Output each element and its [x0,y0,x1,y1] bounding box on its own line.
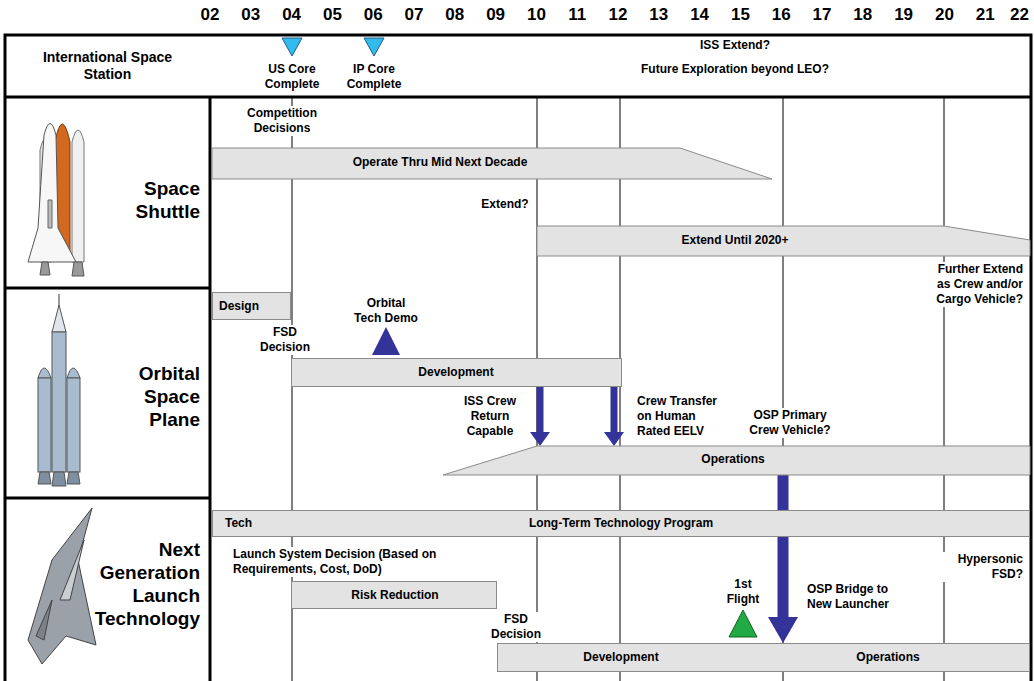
milestone-label: Hypersonic FSD? [942,552,1024,582]
milestone-label: 1st Flight [719,577,767,607]
milestone-label: Further Extend as Crew and/or Cargo Vehi… [922,262,1024,307]
timeline-bar: Extend Until 2020+ [537,226,1030,256]
milestone-label: FSD Decision [253,325,317,355]
arrow-label: OSP Bridge to New Launcher [806,582,908,612]
transition-arrow [778,475,789,617]
year-label: 12 [608,4,629,25]
year-gridlines [292,97,944,681]
timeline-bar: Development Operations [497,643,1030,672]
year-label: 06 [363,4,384,25]
row-header: Next Generation Launch Technology [5,498,210,681]
timeline-bar: Design [212,292,291,320]
shuttle-illustration [28,124,84,277]
year-label: 21 [975,4,996,25]
year-label: 16 [771,4,792,25]
timeline-bar: Risk Reduction [291,581,497,609]
milestone-marker [372,327,400,355]
table-frame [5,35,1031,681]
year-label: 15 [730,4,751,25]
row-title: Space Shuttle [105,177,200,223]
timeline-bar: Development [291,358,622,387]
year-label: 09 [485,4,506,25]
milestone-label: Extend? [480,197,529,212]
arrow-label: ISS Crew Return Capable [459,394,521,439]
bar-label: Operations [701,446,764,473]
bar-outline [443,446,1030,475]
bar-label: Development [583,644,658,671]
spaceplane-illustration [28,508,96,664]
year-label: 13 [648,4,669,25]
year-label: 11 [567,4,587,25]
year-label: 08 [444,4,465,25]
bar-label: Long-Term Technology Program [529,511,713,536]
bar-label: Tech [225,511,252,536]
year-label: 17 [812,4,833,25]
year-label: 19 [893,4,914,25]
year-label: 18 [852,4,873,25]
milestone-label: Orbital Tech Demo [352,296,420,326]
bar-label: Design [219,293,259,319]
bar-outline [212,148,772,179]
row-header: International Space Station [5,35,210,97]
milestone-label: FSD Decision [484,612,548,642]
row-title: International Space Station [30,49,185,83]
year-label: 07 [404,4,425,25]
timeline-bar: Operations [443,446,1030,475]
milestone-marker [729,610,757,637]
bar-label: Operations [856,644,919,671]
milestone-label: Launch System Decision (Based on Require… [232,547,462,577]
bar-label: Risk Reduction [351,582,438,608]
row-header: Space Shuttle [5,97,210,288]
milestone-label: ISS Extend? [699,38,771,53]
transition-arrow [611,387,618,432]
bar-label: Operate Thru Mid Next Decade [353,148,528,177]
year-label: 05 [322,4,343,25]
row-title: Next Generation Launch Technology [77,538,200,630]
timeline-bar: Tech Long-Term Technology Program [212,510,1030,537]
bar-outline [537,226,1030,256]
year-label: 02 [200,4,221,25]
arrow-label: Crew Transfer on Human Rated EELV [636,394,726,439]
milestone-marker [282,38,384,56]
milestone-label: Competition Decisions [236,106,328,136]
transition-arrow [537,387,544,432]
timeline-bar: Operate Thru Mid Next Decade [212,148,772,179]
year-label: 03 [240,4,261,25]
milestone-label: IP Core Complete [340,62,408,92]
year-label: 04 [281,4,302,25]
year-label: 10 [526,4,547,25]
year-label: 22 [1009,4,1030,25]
bar-label: Extend Until 2020+ [681,226,788,254]
year-label: 20 [934,4,955,25]
year-label: 14 [689,4,710,25]
milestone-label: US Core Complete [258,62,326,92]
row-header: Orbital Space Plane [5,288,210,498]
milestone-label: OSP Primary Crew Vehicle? [739,408,841,438]
rocket-illustration [38,294,80,486]
milestone-label: Future Exploration beyond LEO? [640,62,830,77]
row-title: Orbital Space Plane [95,362,200,431]
bar-label: Development [418,359,493,386]
